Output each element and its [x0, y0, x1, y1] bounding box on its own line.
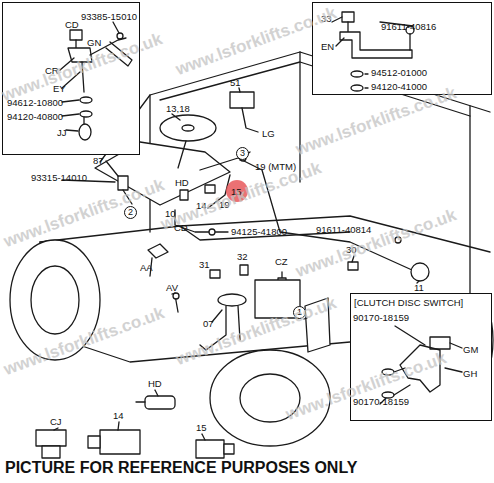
part-label: 91611-40816 [381, 21, 436, 32]
part-label: 93385-15010 [81, 11, 137, 22]
part-label: HD [148, 378, 162, 389]
part-label: EN [321, 41, 334, 52]
callout-number: 3 [236, 147, 249, 160]
part-label: CJ [50, 416, 62, 427]
part-label: 93315-14010 [31, 172, 87, 183]
part-label: 13,18 [166, 103, 190, 114]
part-label: 91611-40814 [316, 224, 371, 235]
part-label: CZ [275, 256, 288, 267]
part-label: 51 [230, 77, 241, 88]
part-label: 07 [203, 318, 214, 329]
part-label: CD [65, 19, 79, 30]
inset-heading: [CLUTCH DISC SWITCH] [354, 297, 463, 308]
part-label: 87 [93, 155, 104, 166]
part-label: JJ [57, 127, 67, 138]
part-label: 94120-40800 [7, 111, 63, 122]
part-label: 31 [199, 259, 210, 270]
part-label: GN [87, 37, 101, 48]
watermark: www.lsforklifts.co.uk [1, 175, 167, 252]
part-label: 90170-18159 [353, 312, 409, 323]
part-label: GH [463, 368, 477, 379]
caption: PICTURE FOR REFERENCE PURPOSES ONLY [5, 459, 357, 477]
part-label: LG [262, 128, 275, 139]
part-label: 11 [414, 282, 424, 293]
inset-box: 3391611-40816EN94512-0100094120-41000 [312, 2, 492, 95]
part-label: 94120-41000 [371, 81, 427, 92]
part-label: 15 [196, 422, 207, 433]
part-label: HD [175, 177, 189, 188]
part-label: 14 [113, 410, 124, 421]
part-label: 32 [237, 251, 248, 262]
part-label: 94125-41800 [231, 226, 287, 237]
part-label: 94512-01000 [371, 67, 427, 78]
part-label: AA [140, 262, 153, 273]
watermark: www.lsforklifts.co.uk [293, 205, 459, 282]
part-label: AV [166, 282, 178, 293]
part-label: GM [463, 344, 478, 355]
